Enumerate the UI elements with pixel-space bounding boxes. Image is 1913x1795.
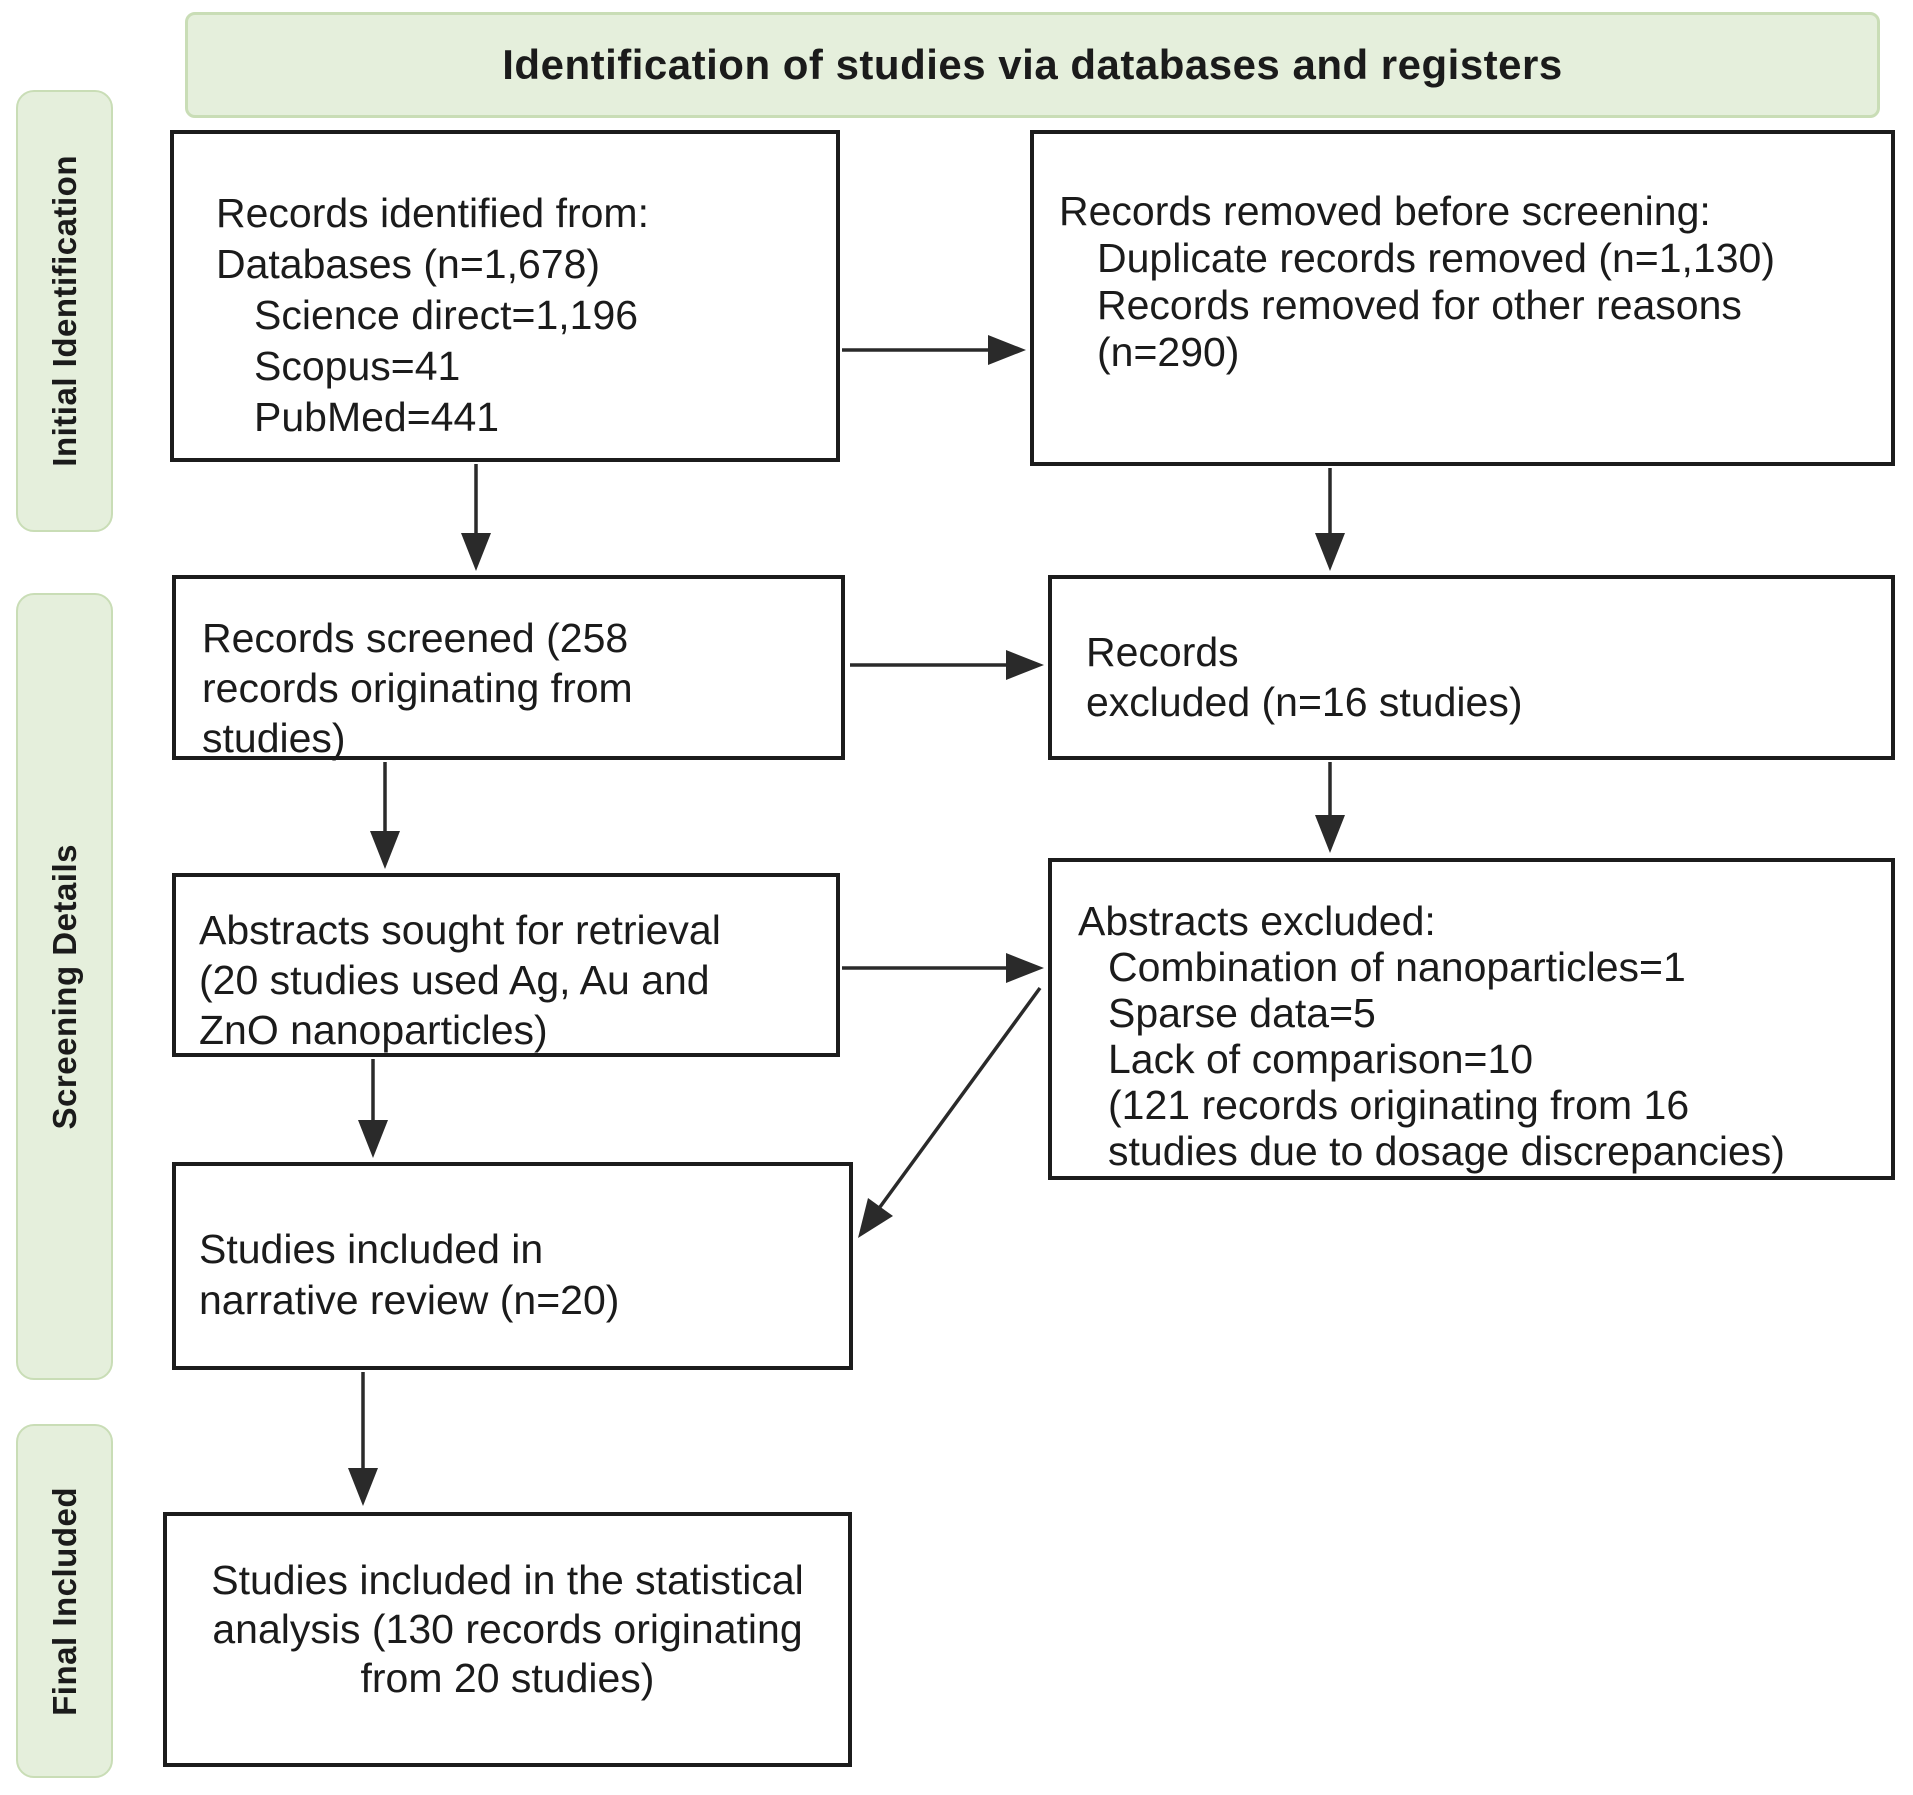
text-line: (20 studies used Ag, Au and (199, 957, 710, 1003)
text-line: Records removed for other reasons (1097, 282, 1742, 328)
box-records-excluded: Records excluded (n=16 studies) (1048, 575, 1895, 760)
text-line: from 20 studies) (360, 1655, 655, 1701)
text-line: Lack of comparison=10 (1108, 1036, 1534, 1082)
arrow-screened-to-excluded (850, 650, 1044, 680)
arrow-narrative-to-statistical (348, 1372, 378, 1506)
text-line: Abstracts excluded: (1078, 898, 1436, 944)
text-line: ZnO nanoparticles) (199, 1007, 548, 1053)
text-line: records originating from (202, 665, 633, 711)
arrow-screened-to-abstracts (370, 762, 400, 869)
arrow-abstracts-to-abstracts-excluded (842, 953, 1044, 983)
text-line: Scopus=41 (254, 343, 461, 389)
text-line: (n=290) (1097, 329, 1240, 375)
box-records-screened: Records screened (258 records originatin… (172, 575, 845, 761)
text-line: excluded (n=16 studies) (1086, 679, 1523, 725)
text-line: Combination of nanoparticles=1 (1108, 944, 1686, 990)
text-line: Abstracts sought for retrieval (199, 907, 721, 953)
box-abstracts-sought: Abstracts sought for retrieval (20 studi… (172, 873, 840, 1057)
stage-label: Screening Details (45, 843, 83, 1130)
box-narrative-review: Studies included in narrative review (n=… (172, 1162, 853, 1370)
text-line: Records identified from: (216, 190, 649, 236)
stage-band-final-included: Final Included (16, 1424, 113, 1778)
diagram-header: Identification of studies via databases … (185, 12, 1880, 118)
box-records-removed: Records removed before screening: Duplic… (1030, 130, 1895, 466)
text-line: Studies included in the statistical (211, 1557, 804, 1603)
arrow-abstracts-to-narrative (358, 1059, 388, 1158)
box-records-identified: Records identified from: Databases (n=1,… (170, 130, 840, 462)
text-line: Duplicate records removed (n=1,130) (1097, 235, 1775, 281)
arrow-identified-to-screened (461, 464, 491, 571)
box-abstracts-excluded: Abstracts excluded: Combination of nanop… (1048, 858, 1895, 1180)
text-line: studies due to dosage discrepancies) (1108, 1128, 1785, 1174)
text-line: Records screened (258 (202, 615, 629, 661)
stage-band-screening-details: Screening Details (16, 593, 113, 1380)
arrow-removed-to-excluded (1315, 468, 1345, 571)
text-line: Studies included in (199, 1226, 544, 1272)
text-line: studies) (202, 715, 346, 761)
stage-label: Final Included (45, 1486, 83, 1716)
text-line: Sparse data=5 (1108, 990, 1376, 1036)
text-line: PubMed=441 (254, 394, 500, 440)
arrow-identified-to-removed (842, 335, 1026, 365)
text-line: (121 records originating from 16 (1108, 1082, 1690, 1128)
text-line: Records (1086, 629, 1239, 675)
text-line: Records removed before screening: (1059, 188, 1711, 234)
text-line: Science direct=1,196 (254, 292, 639, 338)
stage-band-initial-identification: Initial Identification (16, 90, 113, 532)
arrow-abstracts-excluded-to-narrative (858, 986, 1042, 1238)
text-line: Databases (n=1,678) (216, 241, 601, 287)
text-line: analysis (130 records originating (212, 1606, 803, 1652)
stage-label: Initial Identification (45, 155, 83, 467)
box-statistical-analysis: Studies included in the statistical anal… (163, 1512, 852, 1767)
diagram-title: Identification of studies via databases … (502, 41, 1563, 88)
arrow-excluded-to-abstracts-excluded (1315, 762, 1345, 853)
text-line: narrative review (n=20) (199, 1277, 620, 1323)
